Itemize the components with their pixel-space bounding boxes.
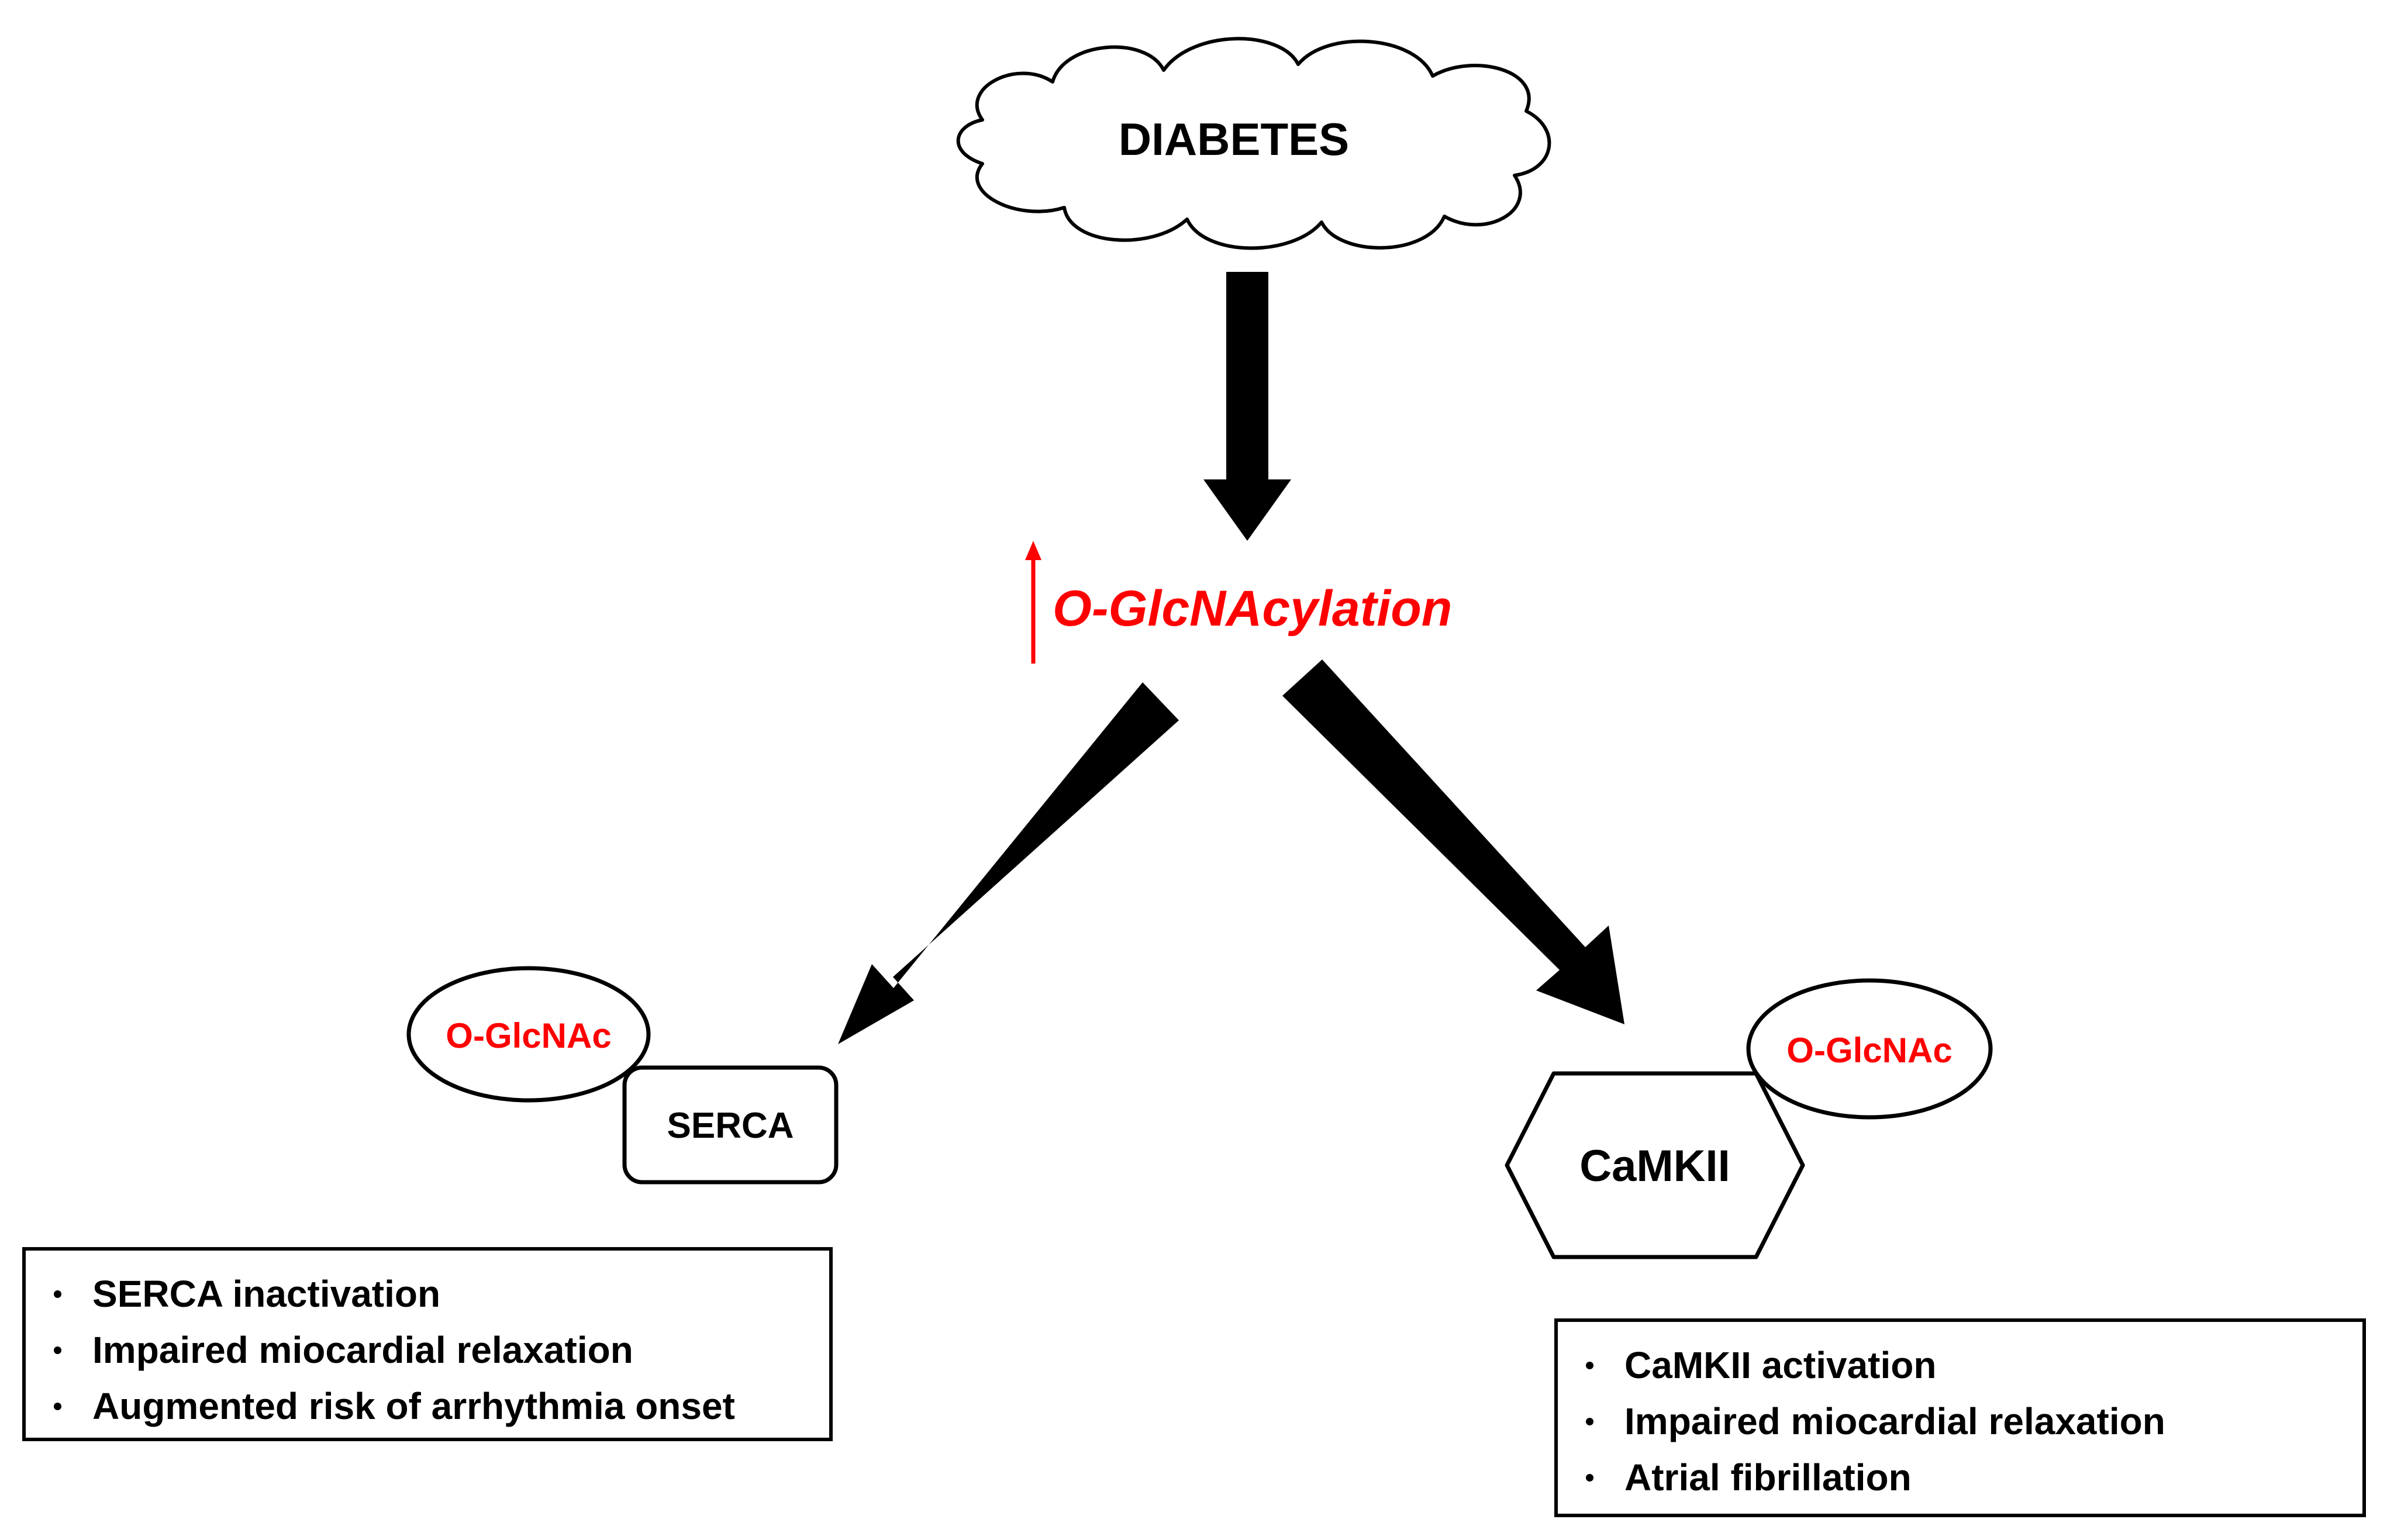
serca-label: SERCA xyxy=(667,1106,794,1146)
serca-effects-list: SERCA inactivation Impaired miocardial r… xyxy=(49,1266,817,1434)
oglcnacylation-node: O-GlcNAcylation xyxy=(1025,541,1452,664)
serca-node: SERCA O-GlcNAc xyxy=(406,966,839,1185)
list-item: Impaired miocardial relaxation xyxy=(49,1322,817,1378)
arrow-diabetes-to-oglcnacylation xyxy=(1203,272,1291,541)
oglcnacylation-label: O-GlcNAcylation xyxy=(1053,581,1452,637)
serca-oglcnac-tag xyxy=(406,966,651,1103)
diabetes-cloud-node: DIABETES xyxy=(956,37,1551,250)
serca-effects-box: SERCA inactivation Impaired miocardial r… xyxy=(22,1247,833,1441)
diabetes-label: DIABETES xyxy=(1119,113,1349,165)
cloud-shape xyxy=(956,37,1551,250)
list-item: Augmented risk of arrhythmia onset xyxy=(49,1378,817,1434)
camkii-node: CaMKII O-GlcNAc xyxy=(1505,978,1993,1259)
arrow-to-camkii xyxy=(1282,659,1624,1024)
serca-box xyxy=(622,1065,839,1185)
list-item: Atrial fibrillation xyxy=(1581,1449,2351,1506)
list-item: SERCA inactivation xyxy=(49,1266,817,1322)
up-arrow-icon xyxy=(1025,541,1041,664)
list-item: Impaired miocardial relaxation xyxy=(1581,1393,2351,1449)
camkii-oglcnac-tag xyxy=(1746,978,1993,1120)
camkii-effects-box: CaMKII activation Impaired miocardial re… xyxy=(1554,1318,2366,1517)
camkii-effects-list: CaMKII activation Impaired miocardial re… xyxy=(1581,1337,2351,1506)
camkii-oglcnac-label: O-GlcNAc xyxy=(1786,1031,1952,1070)
camkii-label: CaMKII xyxy=(1579,1141,1730,1191)
serca-oglcnac-label: O-GlcNAc xyxy=(446,1016,611,1055)
list-item: CaMKII activation xyxy=(1581,1337,2351,1393)
arrow-to-serca xyxy=(838,682,1179,1044)
